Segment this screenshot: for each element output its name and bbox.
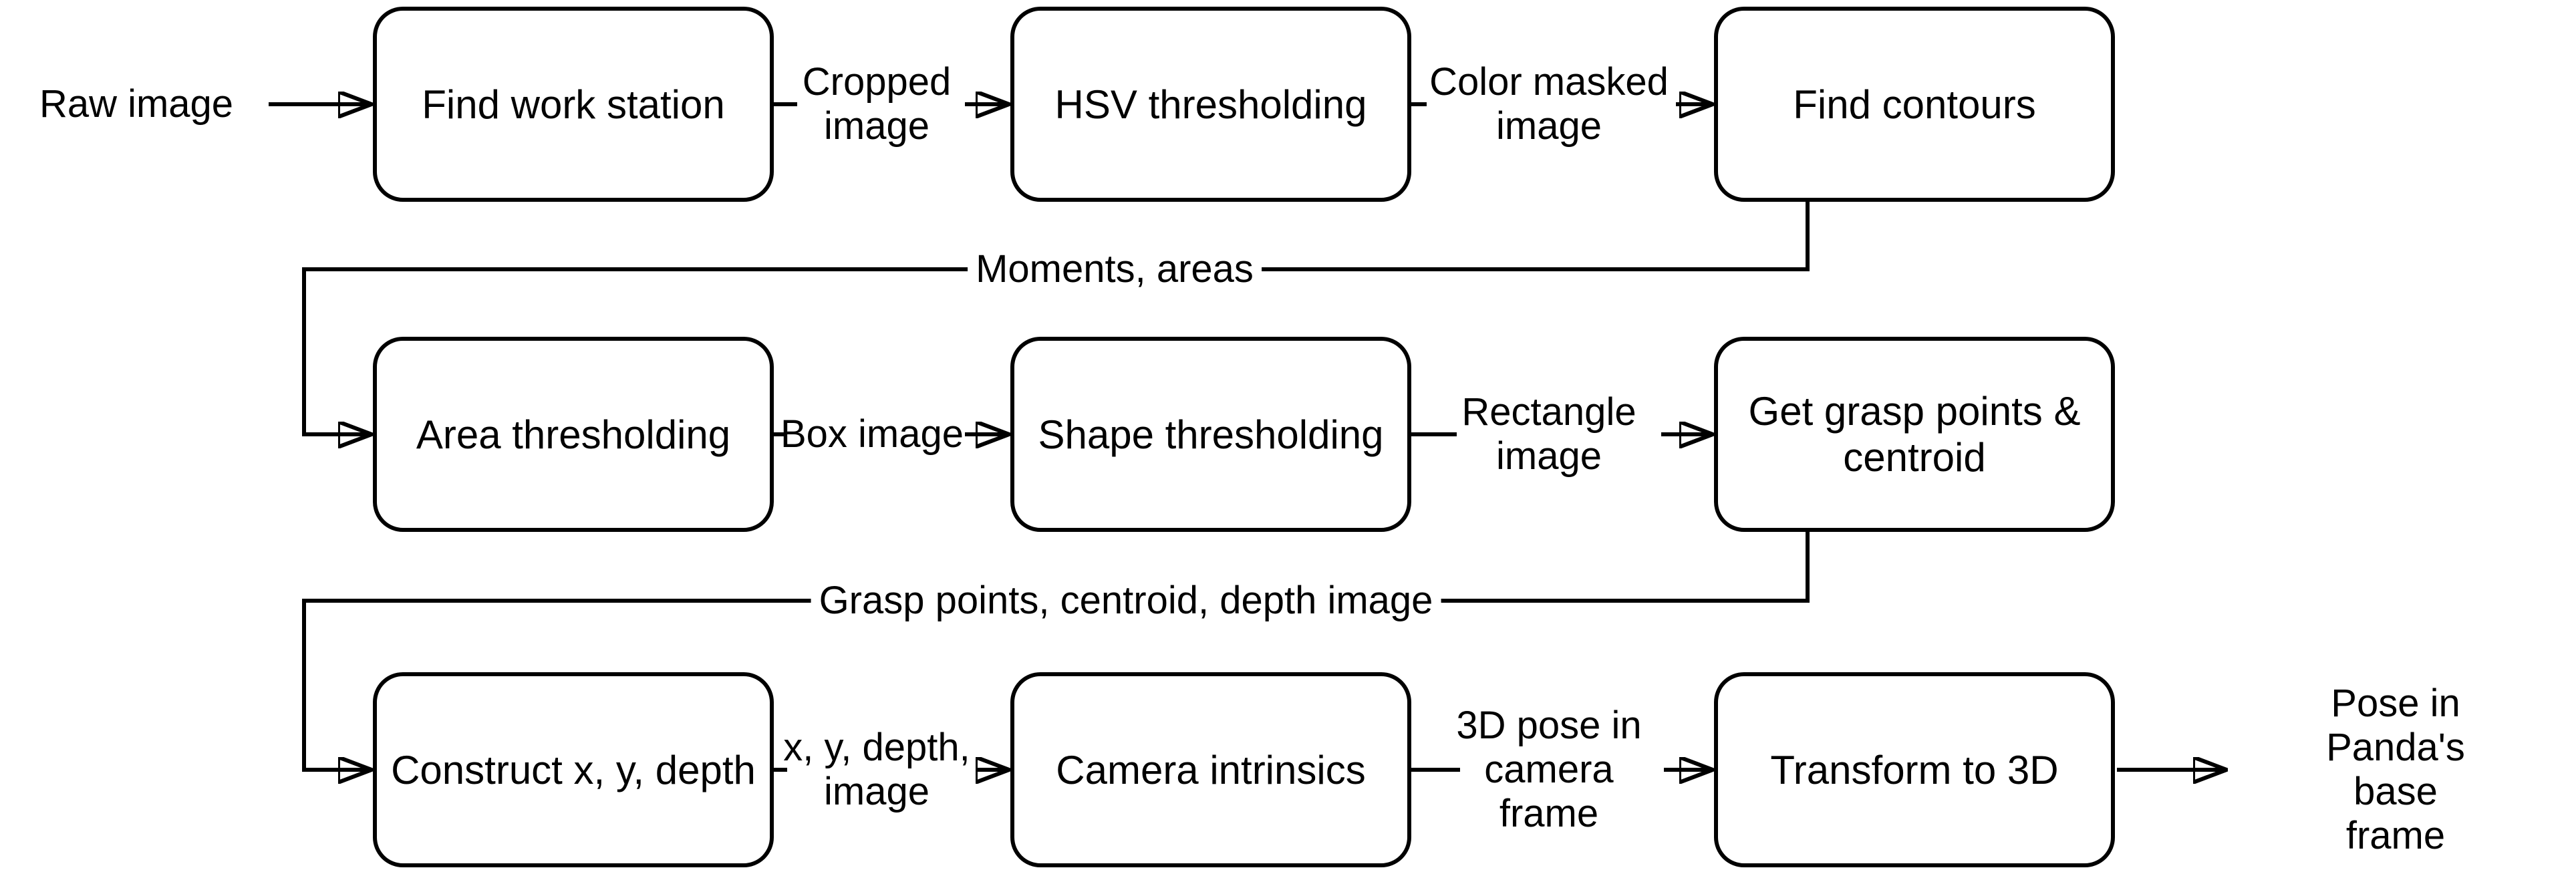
node-get-grasp-points-centroid: Get grasp points & centroid bbox=[1714, 337, 2115, 532]
edge-label-grasp-points-centroid-depth-image: Grasp points, centroid, depth image bbox=[811, 578, 1441, 623]
node-area-thresholding: Area thresholding bbox=[373, 337, 774, 532]
node-find-contours: Find contours bbox=[1714, 7, 2115, 202]
edge-find-contours-to-area-thresholding bbox=[302, 202, 1810, 434]
output-label-pose-base-frame: Pose in Panda's base frame bbox=[2326, 681, 2465, 858]
node-hsv-thresholding: HSV thresholding bbox=[1010, 7, 1411, 202]
edge-label-3d-pose-camera-frame: 3D pose in camera frame bbox=[1456, 703, 1642, 836]
node-camera-intrinsics: Camera intrinsics bbox=[1010, 672, 1411, 867]
edge-label-rectangle-image: Rectangle image bbox=[1461, 390, 1636, 478]
edge-label-cropped-image: Cropped image bbox=[802, 59, 952, 148]
edge-grasp-points-to-construct bbox=[302, 532, 1810, 770]
node-find-work-station: Find work station bbox=[373, 7, 774, 202]
edge-label-box-image: Box image bbox=[780, 412, 964, 456]
node-transform-to-3d: Transform to 3D bbox=[1714, 672, 2115, 867]
edge-label-x-y-depth-image: x, y, depth, image bbox=[783, 725, 970, 813]
edge-label-moments-areas: Moments, areas bbox=[968, 247, 1262, 292]
edge-label-color-masked-image: Color masked image bbox=[1429, 59, 1669, 148]
node-construct-x-y-depth: Construct x, y, depth bbox=[373, 672, 774, 867]
input-label-raw-image: Raw image bbox=[39, 82, 234, 126]
node-shape-thresholding: Shape thresholding bbox=[1010, 337, 1411, 532]
